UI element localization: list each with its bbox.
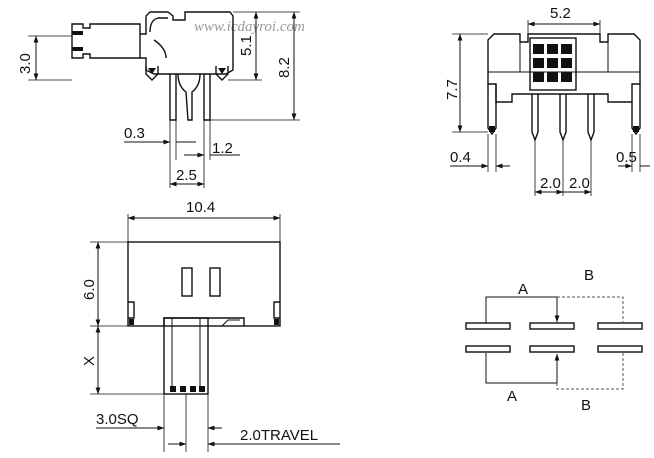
dim-x: X [81,356,98,366]
dim-2-5: 2.5 [176,167,197,184]
dim-5-2: 5.2 [550,5,571,22]
label-a-bottom: A [507,388,517,405]
label-b-bottom: B [581,397,591,414]
front-view: 5.2 7.7 0.4 0.5 2.0 2.0 [444,5,650,196]
dim-7-7: 7.7 [444,79,461,100]
top-view: 10.4 6.0 X 3.0SQ 2.0TRAVEL [81,199,340,452]
watermark: www.icdayroi.com [194,19,305,35]
dim-3-0sq: 3.0SQ [96,411,139,428]
label-a-top: A [518,281,528,298]
dim-1-2: 1.2 [212,140,233,157]
dim-0-4: 0.4 [450,149,471,166]
dim-0-3: 0.3 [124,125,145,142]
label-b-top: B [584,267,594,284]
dim-3-0: 3.0 [17,53,34,74]
dim-10-4: 10.4 [186,199,215,216]
dim-2-0-right: 2.0 [569,175,590,192]
dim-5-1: 5.1 [238,35,255,56]
dim-0-5: 0.5 [616,149,637,166]
dim-2-0-travel: 2.0TRAVEL [240,427,318,444]
dim-2-0-left: 2.0 [540,175,561,192]
side-view: 3.0 5.1 8.2 0.3 1.2 2.5 [17,11,300,188]
dim-6-0: 6.0 [81,279,98,300]
switch-schematic: A B A B [465,267,643,414]
dim-8-2: 8.2 [276,57,293,78]
